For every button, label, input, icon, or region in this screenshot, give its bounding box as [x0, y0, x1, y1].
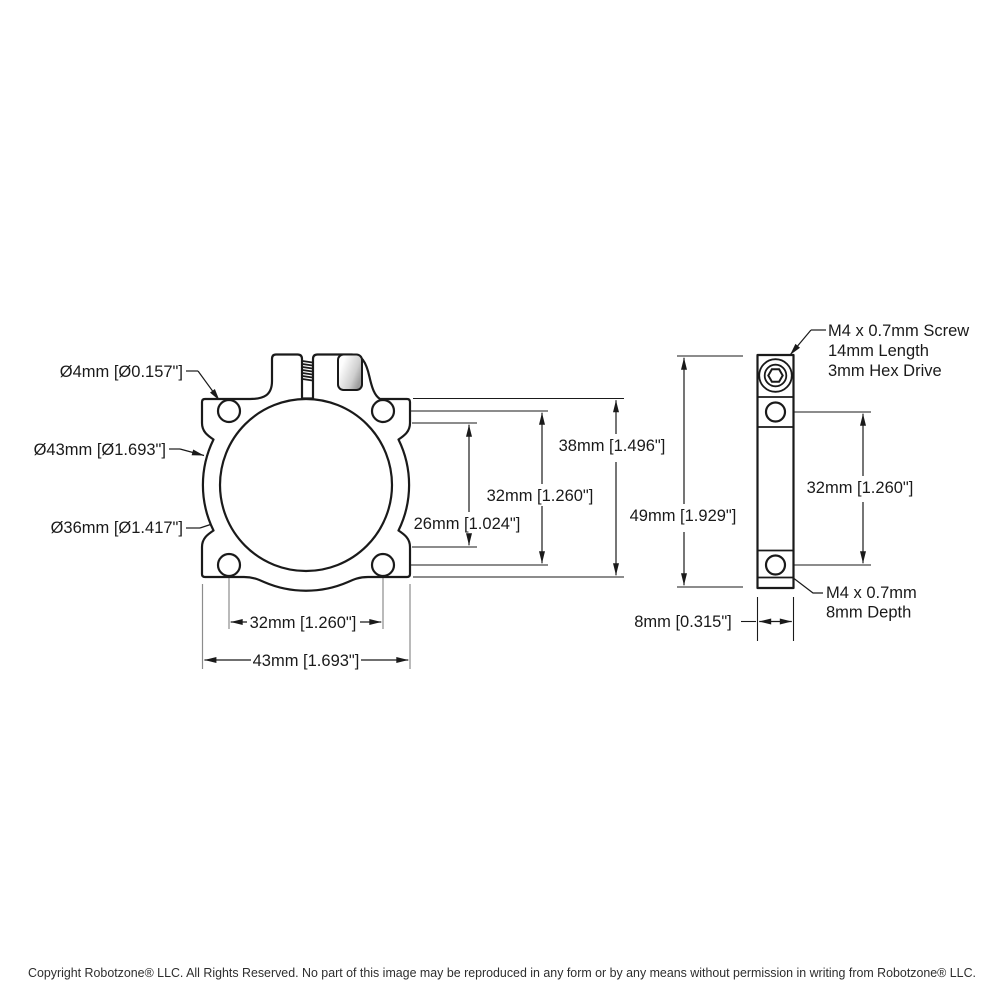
dimension-label-32-vertical: 32mm [1.260"]: [487, 487, 594, 505]
side-hole-top: [764, 401, 787, 423]
side-view-clamp: [756, 353, 795, 590]
callout-hole-diameter: Ø4mm [Ø0.157"]: [60, 363, 183, 381]
leader-arrow-outer-dia: [179, 448, 205, 457]
dimension-label-32-horizontal: 32mm [1.260"]: [250, 614, 357, 632]
leader-arrow-screw-note: [789, 329, 812, 356]
screw-note-line-3: 3mm Hex Drive: [828, 362, 942, 380]
front-view-dimensions: [201, 397, 624, 669]
copyright-notice: Copyright Robotzone® LLC. All Rights Res…: [28, 966, 976, 980]
hex-socket: [767, 368, 784, 383]
dimension-label-38: 38mm [1.496"]: [559, 437, 666, 455]
front-view-clamp: [200, 353, 412, 592]
labels: Ø4mm [Ø0.157"] Ø43mm [Ø1.693"] Ø36mm [Ø1…: [34, 322, 970, 670]
front-clamp-outline: [200, 353, 412, 592]
dimension-label-43: 43mm [1.693"]: [253, 652, 360, 670]
screw-note-line-2: 14mm Length: [828, 342, 929, 360]
side-hole-bottom: [764, 554, 787, 576]
mounting-hole-top-right: [370, 398, 396, 424]
tap-note-line-2: 8mm Depth: [826, 604, 911, 622]
screw-head-circle: [758, 358, 793, 393]
clamp-screw-head-side-profile: [337, 353, 363, 391]
clamp-slit-threads: [302, 360, 313, 382]
callout-bore-diameter: Ø36mm [Ø1.417"]: [51, 519, 183, 537]
dimension-label-side-32: 32mm [1.260"]: [807, 479, 914, 497]
mounting-hole-bottom-right: [370, 552, 396, 578]
dimension-label-49: 49mm [1.929"]: [630, 507, 737, 525]
side-view-dimensions: [677, 355, 871, 641]
side-view-body: [756, 353, 795, 590]
callout-outer-diameter: Ø43mm [Ø1.693"]: [34, 441, 166, 459]
tap-note-line-1: M4 x 0.7mm: [826, 584, 917, 602]
screw-shank-circle: [763, 363, 788, 388]
dimension-label-26: 26mm [1.024"]: [414, 515, 521, 533]
screw-note-line-1: M4 x 0.7mm Screw: [828, 322, 969, 340]
mounting-hole-bottom-left: [216, 552, 242, 578]
leader-arrow-hole-dia: [197, 370, 220, 401]
bore-circle: [218, 397, 394, 573]
mounting-hole-top-left: [216, 398, 242, 424]
dimension-label-8: 8mm [0.315"]: [634, 613, 732, 631]
